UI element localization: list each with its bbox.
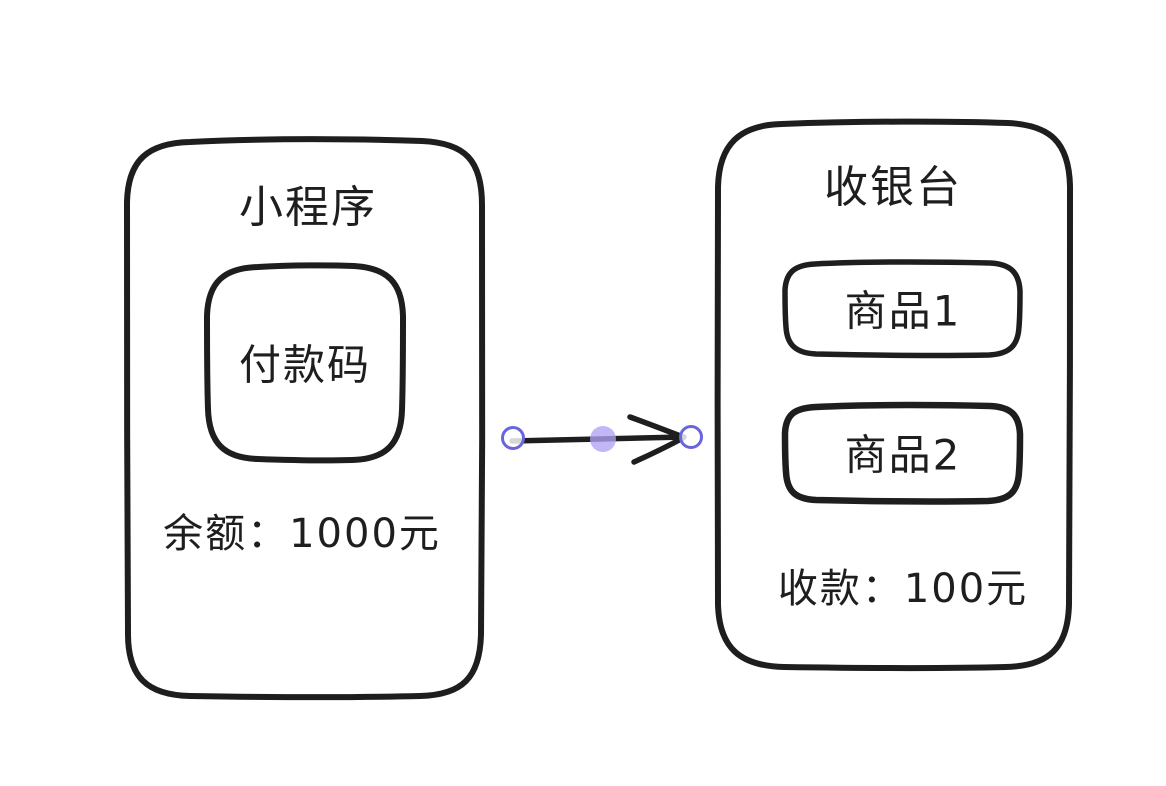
- arrow-start-handle[interactable]: [501, 426, 525, 450]
- amount-text[interactable]: 收款：100元: [777, 566, 1029, 612]
- cashier-title[interactable]: 收银台: [824, 162, 962, 213]
- arrow-end-handle[interactable]: [679, 425, 703, 449]
- product1-label[interactable]: 商品1: [844, 286, 962, 336]
- product2-box[interactable]: [781, 401, 1024, 505]
- mini-program-title[interactable]: 小程序: [239, 182, 377, 233]
- product1-box[interactable]: [782, 259, 1023, 359]
- product2-label[interactable]: 商品2: [844, 430, 962, 480]
- balance-text[interactable]: 余额：1000元: [163, 511, 441, 557]
- payment-code-box[interactable]: [204, 262, 406, 464]
- arrow-midpoint-handle[interactable]: [590, 426, 616, 452]
- cashier-box[interactable]: [714, 118, 1073, 672]
- payment-code-label[interactable]: 付款码: [238, 340, 372, 390]
- mini-program-box[interactable]: [124, 136, 486, 701]
